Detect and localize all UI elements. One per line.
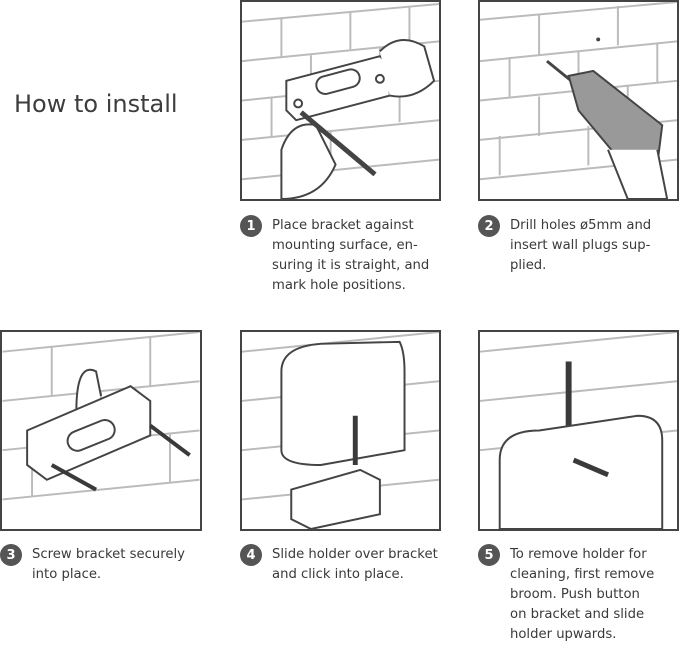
step-line: Slide holder over bracket	[272, 547, 438, 562]
step-text: Screw bracket securely into place.	[32, 545, 185, 585]
illustration-drill-holes	[478, 0, 679, 201]
bracket-slot	[315, 68, 361, 95]
step-line: suring it is straight, and	[272, 258, 430, 273]
arrow-left	[50, 463, 98, 492]
drill-hand	[607, 149, 669, 199]
bracket-tab	[75, 368, 102, 411]
bracket-hole-right	[374, 73, 385, 84]
illustration-screw-bracket	[0, 330, 202, 531]
step-number-badge: 5	[478, 544, 500, 566]
arrow-right	[149, 423, 191, 457]
screw-drawing	[2, 332, 200, 501]
step-line: insert wall plugs sup-	[510, 238, 651, 253]
step-text: Slide holder over bracket and click into…	[272, 545, 438, 585]
left-hand	[280, 123, 337, 199]
step-2: 2 Drill holes ø5mm and insert wall plugs…	[478, 215, 651, 276]
slide-drawing	[242, 332, 439, 529]
bracket-hole-left	[293, 98, 304, 109]
step-number-badge: 2	[478, 215, 500, 237]
page-title: How to install	[14, 90, 178, 118]
remove-drawing	[480, 332, 677, 529]
step-number-badge: 4	[240, 544, 262, 566]
step-line: To remove holder for	[510, 547, 647, 562]
mark-holes-drawing	[242, 2, 439, 199]
step-5: 5 To remove holder for cleaning, first r…	[478, 544, 654, 645]
pencil	[299, 110, 377, 177]
step-line: mounting surface, en-	[272, 238, 418, 253]
drill-drawing	[480, 2, 677, 199]
step-text: To remove holder for cleaning, first rem…	[510, 545, 654, 645]
step-line: into place.	[32, 567, 102, 582]
step-line: plied.	[510, 258, 547, 273]
brick-wall-2	[480, 2, 677, 181]
step-line: Screw bracket securely	[32, 547, 185, 562]
step-line: cleaning, first remove	[510, 567, 655, 582]
drill-hole-mark	[596, 37, 601, 42]
step-line: broom. Push button	[510, 587, 640, 602]
step-number-badge: 1	[240, 215, 262, 237]
step-line: mark hole positions.	[272, 278, 406, 293]
illustration-remove-holder	[478, 330, 679, 531]
step-line: on bracket and slide	[510, 607, 645, 622]
step-4: 4 Slide holder over bracket and click in…	[240, 544, 438, 585]
right-hand	[379, 39, 436, 98]
step-line: holder upwards.	[510, 627, 617, 642]
step-text: Place bracket against mounting surface, …	[272, 216, 429, 296]
step-1: 1 Place bracket against mounting surface…	[240, 215, 429, 296]
illustration-mark-holes	[240, 0, 441, 201]
push-arrow	[572, 457, 610, 478]
illustration-slide-holder	[240, 330, 441, 531]
bracket-plate	[26, 385, 152, 481]
bracket-plate-4	[290, 468, 381, 529]
bracket-shape	[285, 55, 391, 122]
holder-shape	[280, 340, 406, 466]
step-3: 3 Screw bracket securely into place.	[0, 544, 185, 585]
step-line: Place bracket against	[272, 218, 414, 233]
holder-front	[498, 414, 664, 529]
bracket-slot-3	[66, 419, 116, 452]
step-text: Drill holes ø5mm and insert wall plugs s…	[510, 216, 651, 276]
step-line: Drill holes ø5mm and	[510, 218, 652, 233]
step-line: and click into place.	[272, 567, 404, 582]
step-number-badge: 3	[0, 544, 22, 566]
